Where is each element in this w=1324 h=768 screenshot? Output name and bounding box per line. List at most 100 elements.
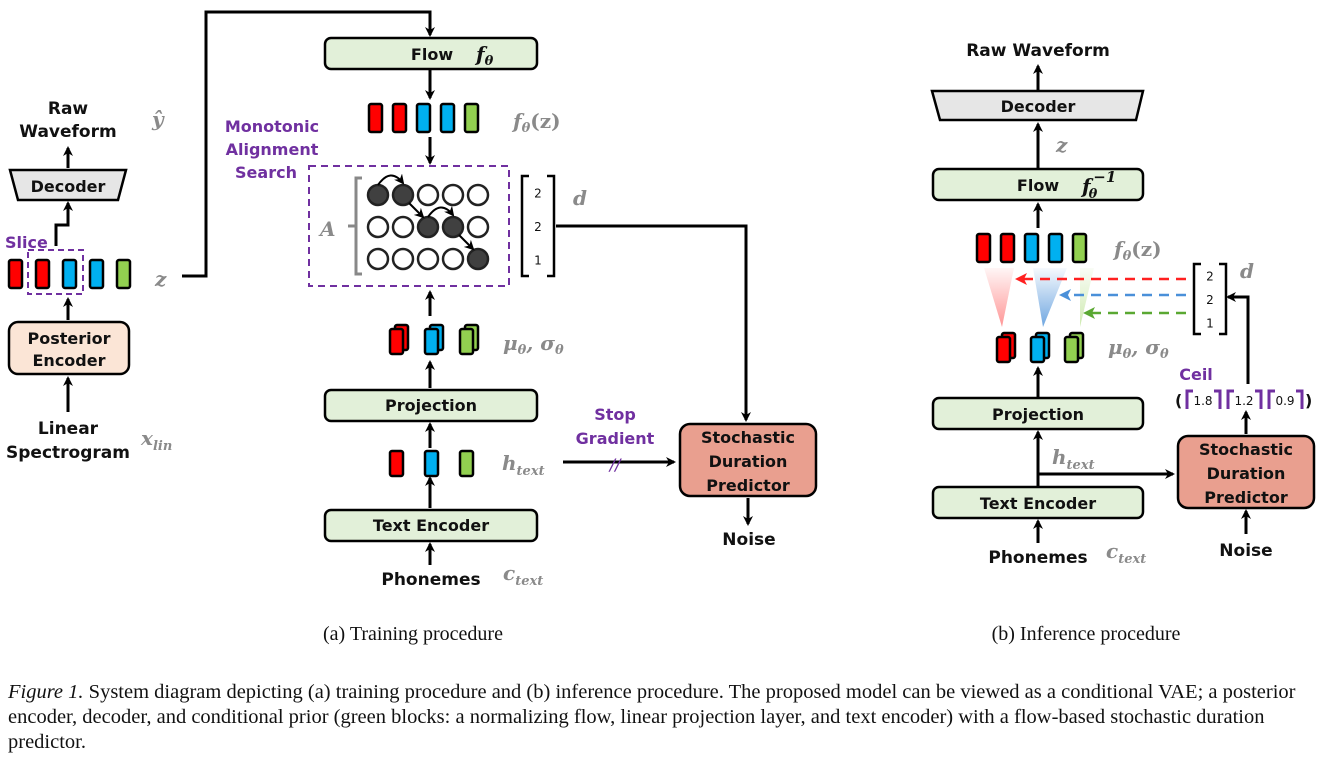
alignment-cell-active xyxy=(366,183,390,207)
figure-caption: Figure 1. System diagram depicting (a) t… xyxy=(8,680,1318,755)
flow-latent-vector-green xyxy=(463,102,480,134)
inf-text-encoder-block xyxy=(931,485,1145,520)
alignment-A-symbol: A xyxy=(318,217,336,241)
inf-raw-waveform-label: Raw Waveform xyxy=(966,41,1110,61)
posterior-encoder-label: Posterior xyxy=(28,329,111,348)
stop-gradient-mark: // xyxy=(608,455,622,474)
d-symbol: d xyxy=(573,186,587,210)
flow-latent-vector-blue xyxy=(439,102,456,134)
inf-decoder-label: Decoder xyxy=(1001,97,1076,116)
ceil-paren-left: ( xyxy=(1175,391,1182,410)
latent-vector-blue xyxy=(61,258,78,290)
alignment-path-arrow xyxy=(427,205,455,218)
flow-latent-vector-blue xyxy=(415,102,432,134)
alignment-cell-active xyxy=(416,215,440,239)
alignment-path-arrow xyxy=(408,202,425,219)
alignment-cell xyxy=(441,247,465,271)
inf-flow-block xyxy=(931,167,1145,202)
inf-z-symbol: z xyxy=(1055,133,1068,157)
stop-gradient-label-2: Gradient xyxy=(576,429,655,448)
inf-prior-stat-mu-blue xyxy=(1029,335,1046,364)
alignment-cell xyxy=(466,183,490,207)
ceil-bracket-left xyxy=(1267,389,1275,409)
alignment-cell xyxy=(416,183,440,207)
alignment-path-arrow xyxy=(458,234,475,251)
expand-cone-green xyxy=(1080,268,1094,327)
x-lin-symbol: xlin xyxy=(140,426,172,454)
ceil-bracket-right xyxy=(1255,389,1263,409)
stop-gradient-label: Stop xyxy=(594,405,636,424)
inf-duration-vector-value: 2 xyxy=(1206,270,1214,284)
inf-flow-latent-vector-red xyxy=(975,232,992,264)
inf-f-theta-z-symbol: fθ(z) xyxy=(1112,237,1162,264)
raw-waveform-label: Raw xyxy=(48,99,89,119)
inf-projection-label: Projection xyxy=(992,405,1084,424)
duration-vector-bracket-left xyxy=(520,174,529,278)
f-theta-inverse-symbol: fθ−1 xyxy=(1080,168,1116,202)
figure-caption-label: Figure 1. xyxy=(8,681,84,703)
inf-c-text-symbol: ctext xyxy=(1106,539,1146,567)
projection-block xyxy=(323,388,539,423)
slice-label: Slice xyxy=(5,233,48,252)
decoder-block xyxy=(8,168,128,202)
mas-label-3: Search xyxy=(235,163,297,182)
mu-sigma-symbol: μθ, σθ xyxy=(503,331,564,358)
latent-vector-red xyxy=(7,258,24,290)
flow-block xyxy=(323,36,539,71)
inf-d-symbol: d xyxy=(1240,259,1254,283)
flow-label: Flow xyxy=(411,45,453,64)
alignment-cell xyxy=(366,215,390,239)
inf-duration-vector-value: 1 xyxy=(1206,316,1214,330)
alignment-cell-active xyxy=(391,183,415,207)
text-encoder-label: Text Encoder xyxy=(373,516,489,535)
d-to-sdp-connector xyxy=(556,224,751,422)
c-text-symbol: ctext xyxy=(503,561,543,589)
inf-sdp-label-3: Predictor xyxy=(1204,488,1288,507)
mas-box xyxy=(308,165,510,287)
duration-vector-value: 2 xyxy=(534,220,542,234)
f-theta-z-symbol: fθ(z) xyxy=(511,109,561,136)
alignment-cell-active xyxy=(441,215,465,239)
inf-text-encoder-label: Text Encoder xyxy=(980,494,1096,513)
h-text-vector-green xyxy=(458,449,475,478)
ceil-value: 0.9 xyxy=(1275,394,1294,408)
training-prior-column: Flow fθ fθ(z) Monotonic Alignment Search… xyxy=(225,36,818,645)
inf-sdp-label: Stochastic xyxy=(1199,440,1293,459)
ceil-value: 1.8 xyxy=(1193,394,1212,408)
ceil-label: Ceil xyxy=(1179,365,1213,384)
inf-duration-vector-bracket-left xyxy=(1192,262,1201,336)
f-theta-symbol: fθ xyxy=(474,42,494,69)
inference-column: Raw Waveform Decoder z Flow fθ−1 fθ(z) 2… xyxy=(930,41,1316,645)
arrow xyxy=(54,201,73,246)
linear-spectrogram-label-2: Spectrogram xyxy=(6,443,130,463)
alignment-path-arrow xyxy=(377,173,405,186)
projection-label: Projection xyxy=(385,396,477,415)
inf-projection-block xyxy=(931,396,1145,431)
figure-caption-text: System diagram depicting (a) training pr… xyxy=(8,681,1296,753)
inf-mu-sigma-symbol: μθ, σθ xyxy=(1108,335,1169,362)
prior-stat-mu-blue xyxy=(423,327,440,356)
latent-vector-green xyxy=(115,258,132,290)
inf-flow-latent-vector-blue xyxy=(1047,232,1064,264)
phonemes-label: Phonemes xyxy=(381,570,480,590)
slice-box xyxy=(27,249,84,295)
flow-latent-vector-red xyxy=(391,102,408,134)
expand-cone-red xyxy=(984,268,1014,327)
alignment-cell xyxy=(366,247,390,271)
inf-duration-vector-bracket-right xyxy=(1219,262,1228,336)
training-caption: (a) Training procedure xyxy=(323,623,503,645)
inf-flow-latent-vector-red xyxy=(999,232,1016,264)
mas-label-2: Alignment xyxy=(226,140,319,159)
z-to-flow-connector xyxy=(182,10,435,278)
inf-prior-stat-mu-green xyxy=(1063,335,1080,364)
sdp-label-3: Predictor xyxy=(706,476,790,495)
alignment-cell xyxy=(441,183,465,207)
inf-noise-label: Noise xyxy=(1219,541,1272,561)
system-diagram: Raw Waveform ŷ Decoder Slice z Posterior… xyxy=(5,10,1316,645)
duration-vector-value: 1 xyxy=(534,253,542,267)
alignment-cell xyxy=(466,215,490,239)
y-hat-symbol: ŷ xyxy=(151,107,165,131)
inf-decoder-block xyxy=(930,89,1145,122)
latent-vector-red xyxy=(34,258,51,290)
inf-flow-latent-vector-green xyxy=(1071,232,1088,264)
